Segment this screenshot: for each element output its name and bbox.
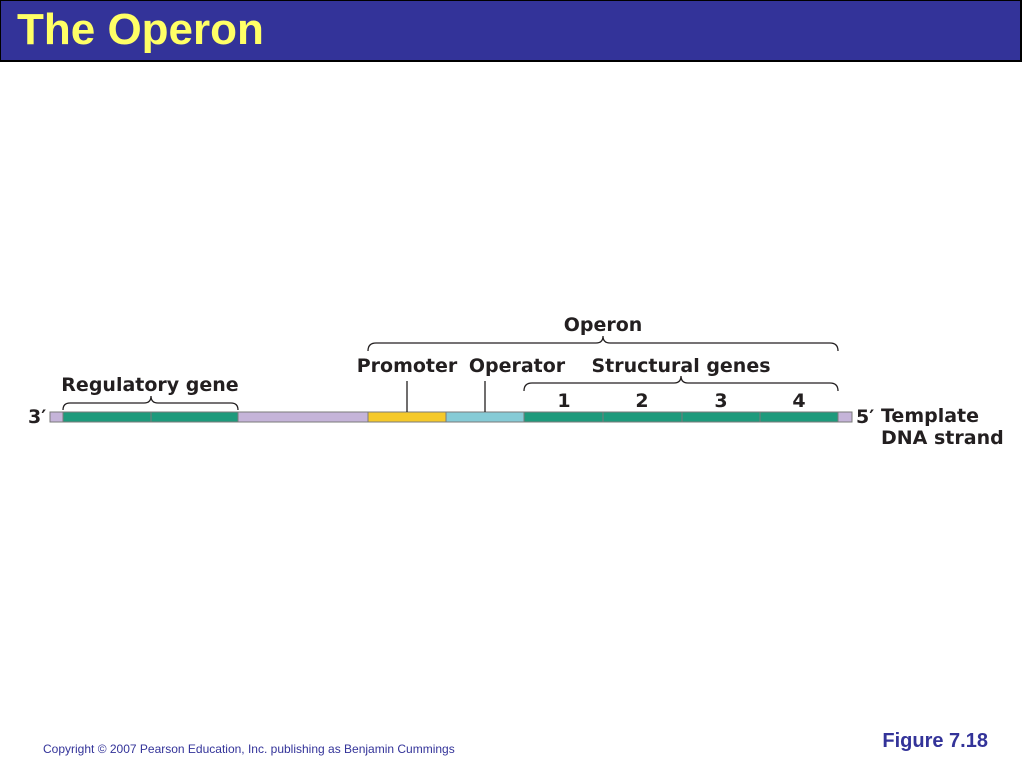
- strand-cap-left: [49, 411, 64, 423]
- gene-number-4: 4: [792, 390, 805, 412]
- structural-genes-label: Structural genes: [591, 355, 770, 377]
- three-prime-end-label: 3′: [28, 406, 46, 428]
- regulatory-gene-label: Regulatory gene: [61, 374, 238, 396]
- operon-label: Operon: [564, 314, 643, 336]
- operator-segment: [445, 411, 525, 423]
- promoter-segment: [367, 411, 447, 423]
- structural-genes-brace: [523, 375, 839, 392]
- spacer-segment: [237, 411, 369, 423]
- operon-brace: [367, 335, 839, 352]
- regulatory-gene-segment-b: [150, 411, 239, 423]
- strand-cap-right: [837, 411, 853, 423]
- gene-number-1: 1: [557, 390, 570, 412]
- template-label: Template: [881, 405, 979, 427]
- structural-gene-2-segment: [602, 411, 683, 423]
- title-bar: The Operon: [0, 0, 1022, 62]
- slide-title: The Operon: [17, 5, 264, 54]
- regulatory-gene-segment-a: [62, 411, 152, 423]
- gene-number-2: 2: [635, 390, 648, 412]
- structural-gene-1-segment: [523, 411, 604, 423]
- five-prime-end-label: 5′: [856, 406, 874, 428]
- regulatory-gene-brace: [62, 395, 239, 411]
- promoter-label: Promoter: [357, 355, 458, 377]
- structural-gene-3-segment: [681, 411, 761, 423]
- operator-label: Operator: [469, 355, 566, 377]
- structural-gene-4-segment: [759, 411, 839, 423]
- dna-strand-label: DNA strand: [881, 427, 1004, 449]
- gene-number-3: 3: [714, 390, 727, 412]
- figure-label: Figure 7.18: [882, 730, 988, 752]
- copyright-notice: Copyright © 2007 Pearson Education, Inc.…: [43, 742, 455, 756]
